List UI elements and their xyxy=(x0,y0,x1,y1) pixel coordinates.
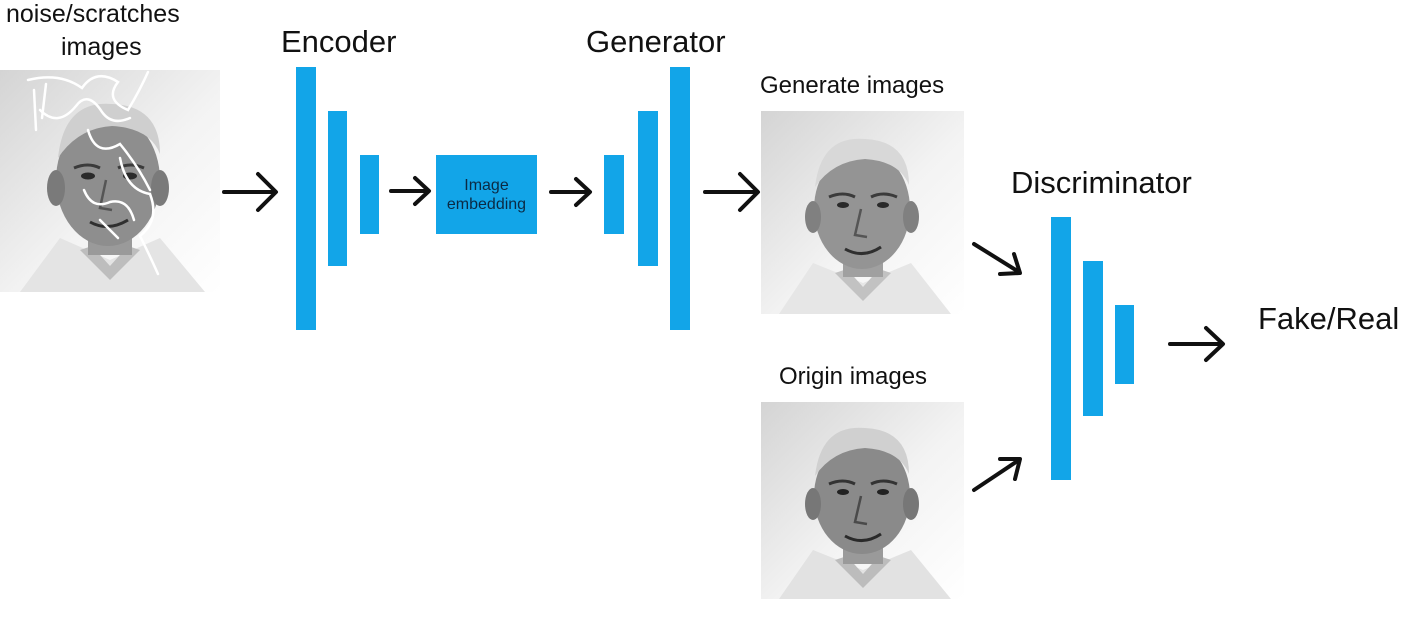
generated-images-label: Generate images xyxy=(760,72,945,99)
right-arrow-icon xyxy=(549,177,592,207)
discriminator-title: Discriminator xyxy=(1011,165,1192,200)
right-arrow-icon xyxy=(1168,326,1225,362)
generated-image xyxy=(761,111,964,314)
noisy-input-image xyxy=(0,70,220,292)
discriminator-layer-2 xyxy=(1083,261,1103,416)
input-label-line1: noise/scratches xyxy=(6,0,180,28)
fake-real-label: Fake/Real xyxy=(1258,301,1400,336)
encoder-title: Encoder xyxy=(281,24,397,59)
up-right-arrow-icon xyxy=(972,457,1022,492)
generator-layer-2 xyxy=(638,111,658,266)
origin-images-label: Origin images xyxy=(779,363,928,390)
discriminator-layer-1 xyxy=(1051,217,1071,480)
input-label-line2: images xyxy=(61,33,142,61)
down-right-arrow-icon xyxy=(972,242,1022,276)
right-arrow-icon xyxy=(389,176,431,206)
right-arrow-icon xyxy=(703,172,760,212)
generator-title: Generator xyxy=(586,24,726,59)
discriminator-layer-3 xyxy=(1115,305,1134,384)
right-arrow-icon xyxy=(222,172,278,212)
generator-layer-3 xyxy=(670,67,690,330)
image-embedding-label: Image embedding xyxy=(446,176,527,213)
encoder-layer-3 xyxy=(360,155,379,234)
generator-layer-1 xyxy=(604,155,624,234)
encoder-layer-2 xyxy=(328,111,347,266)
origin-image xyxy=(761,402,964,599)
encoder-layer-1 xyxy=(296,67,316,330)
image-embedding-block: Image embedding xyxy=(436,155,537,234)
